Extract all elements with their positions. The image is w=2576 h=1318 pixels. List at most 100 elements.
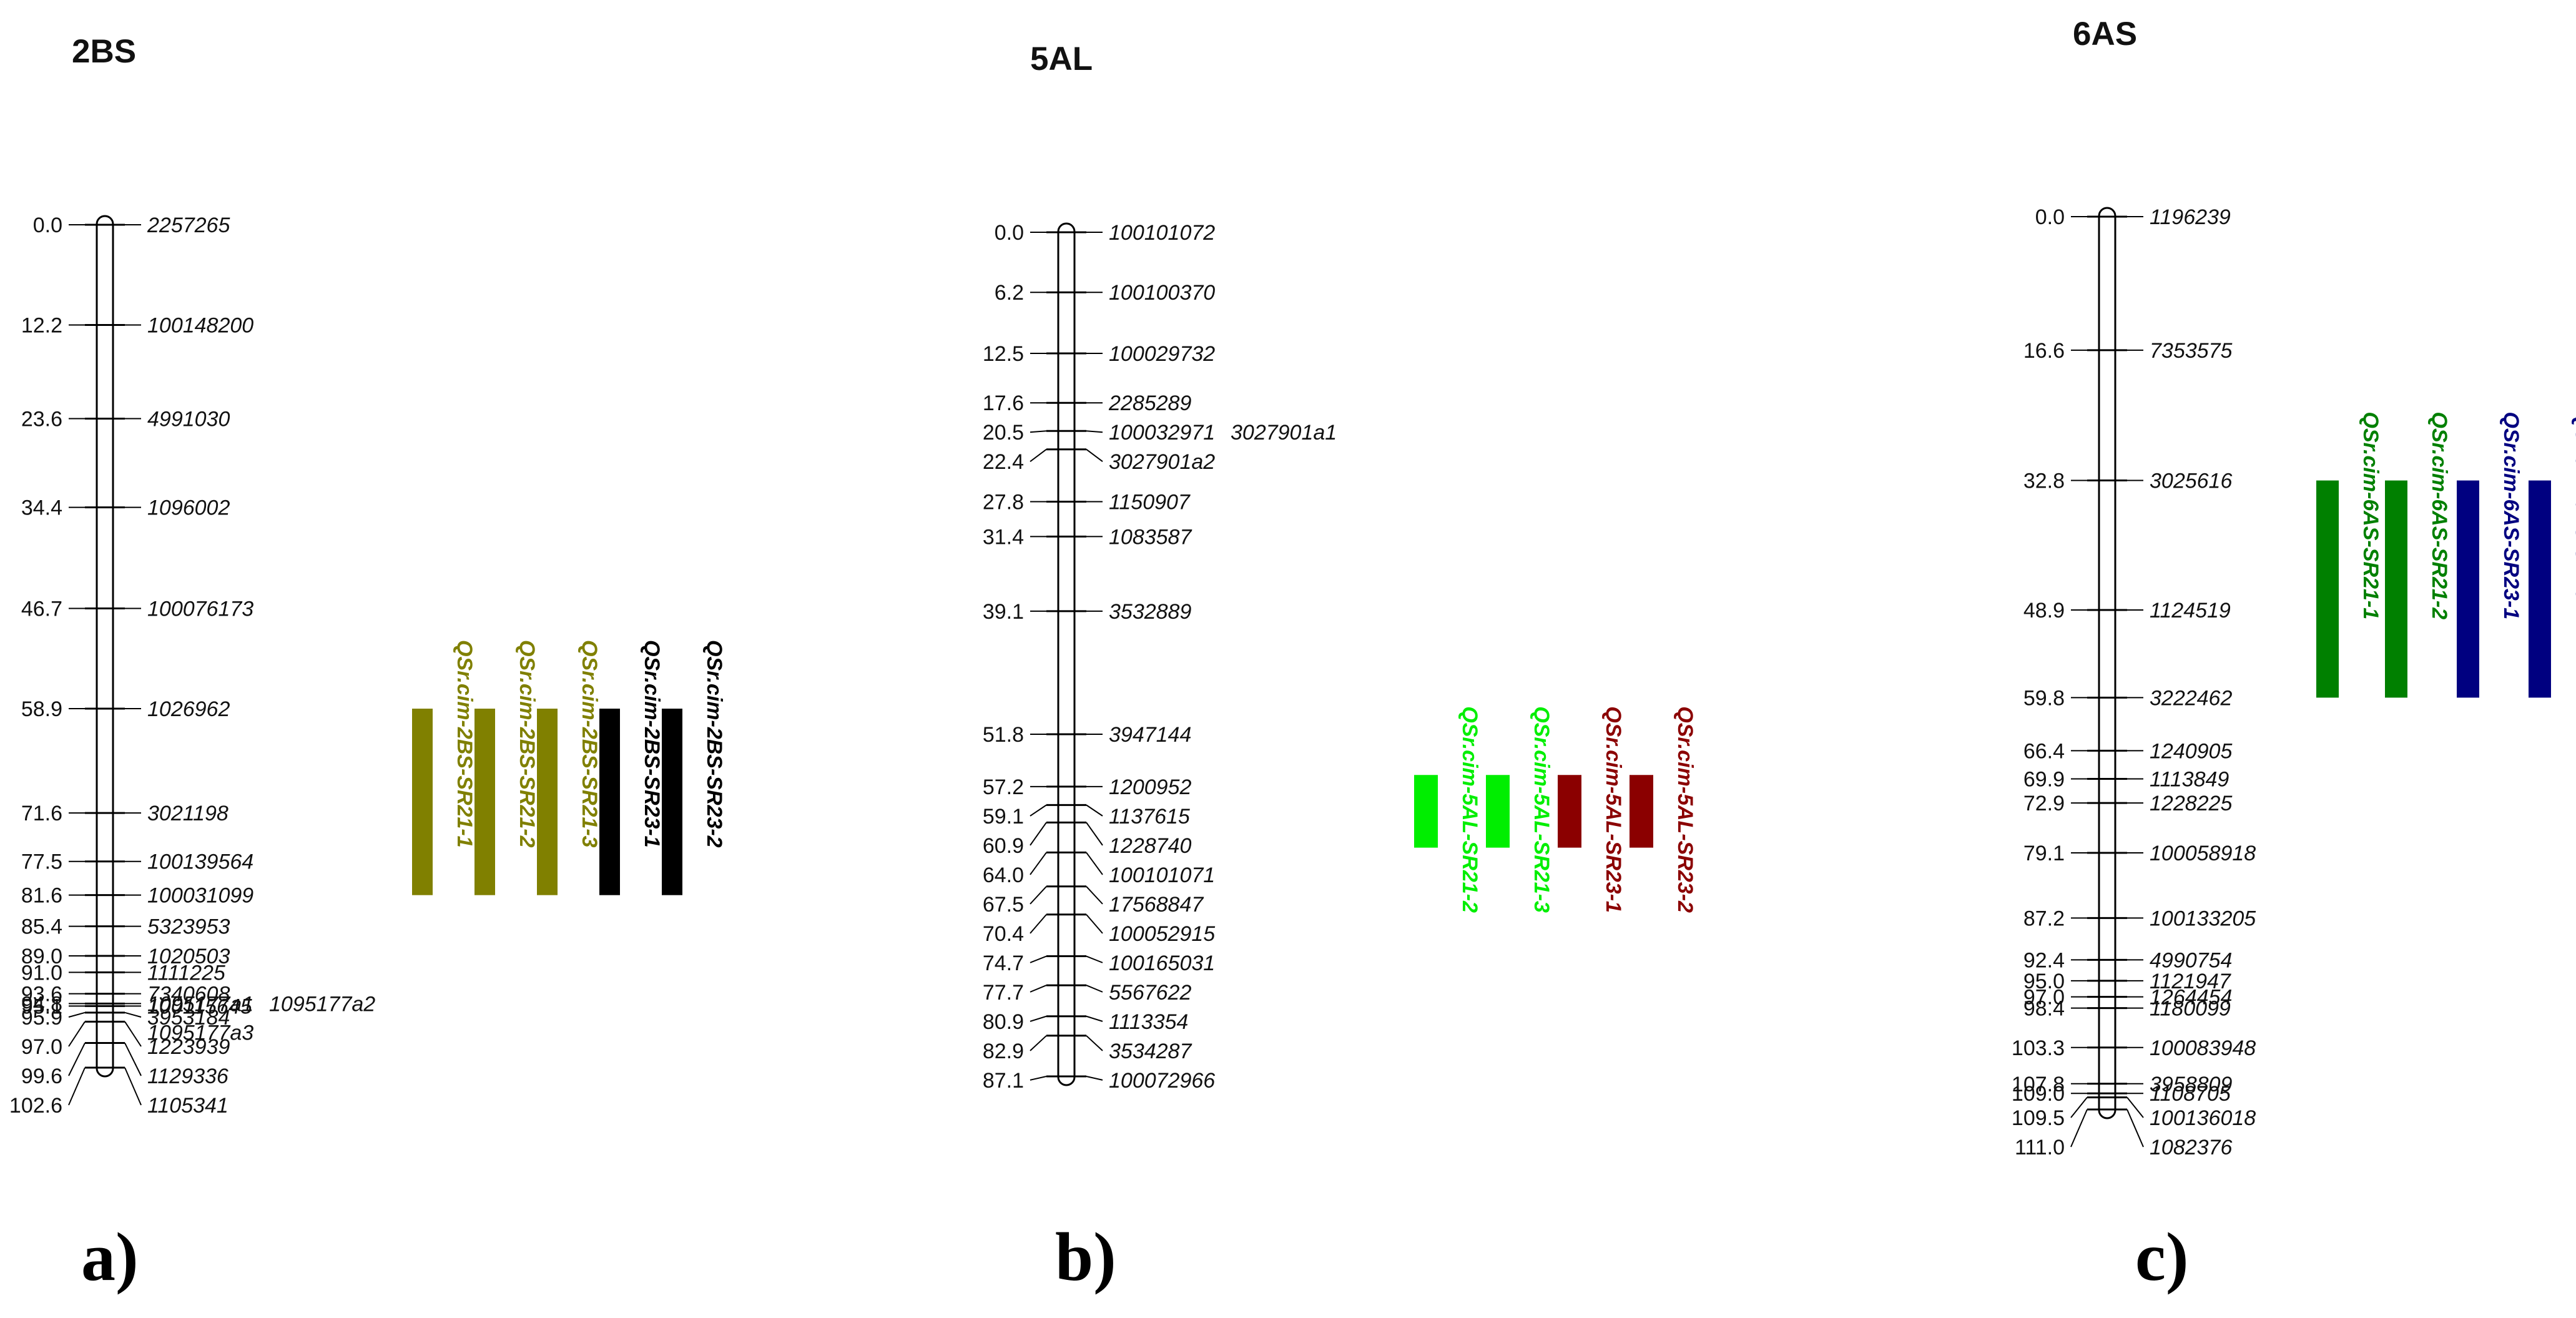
marker-name: 1137615 (1109, 805, 1190, 829)
marker-position: 70.4 (983, 922, 1024, 946)
marker-position: 48.9 (2023, 599, 2065, 622)
qtl-label: QSr.cim-2BS-SR21-1 (453, 640, 476, 848)
marker-name: 1083587 (1109, 525, 1192, 549)
marker-position: 74.7 (983, 952, 1024, 975)
marker-position: 92.4 (2023, 948, 2065, 972)
marker-position: 77.7 (983, 981, 1024, 1005)
marker-connector (1086, 1035, 1103, 1051)
marker-name: 3021198 (147, 802, 229, 825)
qtl-label: QSr.cim-6AS-SR21-2 (2427, 412, 2451, 620)
marker-position: 57.2 (983, 775, 1024, 799)
marker-name: 1150907 (1109, 491, 1191, 514)
marker-position: 31.4 (983, 525, 1024, 549)
position-connector (1030, 448, 1047, 462)
marker-name: 100148200 (147, 314, 253, 338)
marker-name: 100052915 (1109, 922, 1215, 946)
marker-name: 1111225 (147, 961, 225, 985)
marker-name: 100031099 (147, 884, 253, 908)
qtl-bar (412, 709, 433, 895)
marker-name: 1228740 (1109, 834, 1191, 858)
marker-position: 72.9 (2023, 792, 2065, 815)
marker-position: 98.4 (2023, 997, 2065, 1021)
marker-position: 102.6 (9, 1094, 62, 1118)
marker-position: 67.5 (983, 893, 1024, 917)
marker-position: 79.1 (2023, 842, 2065, 865)
marker-position: 0.0 (2035, 205, 2065, 229)
qtl-label: QSr.cim-2BS-SR21-2 (515, 640, 539, 848)
position-connector (1030, 1015, 1047, 1022)
qtl-bar (1486, 775, 1510, 848)
position-connector (1030, 1035, 1047, 1051)
marker-name: 3222462 (2150, 686, 2232, 710)
marker-position: 97.0 (21, 1035, 62, 1059)
qtl-label: QSr.cim-5AL-SR21-2 (1458, 706, 1482, 913)
marker-name: 100076173 (147, 597, 253, 621)
marker-name: 3958809 (2150, 1073, 2232, 1096)
marker-name: 1129336 (147, 1065, 229, 1088)
marker-position: 103.3 (2012, 1036, 2065, 1060)
chromosome-bar (96, 215, 114, 1078)
qtl-bar (1630, 775, 1653, 848)
marker-position: 69.9 (2023, 768, 2065, 792)
marker-position: 34.4 (21, 496, 62, 520)
marker-connector (1086, 914, 1103, 934)
marker-name: 100136018 (2150, 1106, 2256, 1130)
marker-position: 85.4 (21, 915, 62, 939)
marker-name: 5567622 (1109, 981, 1191, 1005)
marker-position: 89.0 (21, 945, 62, 968)
marker-name: 100058918 (2150, 842, 2256, 865)
marker-name: 1095177a1 (147, 992, 253, 1016)
position-connector (1030, 822, 1047, 846)
marker-position: 16.6 (2023, 339, 2065, 363)
marker-position: 91.0 (21, 961, 62, 985)
marker-position: 23.6 (21, 408, 62, 431)
marker-name: 1228225 (2150, 792, 2232, 815)
qtl-bar (1558, 775, 1581, 848)
marker-name: 3532889 (1109, 600, 1191, 624)
qtl-bar (2457, 480, 2479, 698)
position-connector (2070, 1097, 2088, 1118)
marker-position: 58.9 (21, 697, 62, 721)
marker-position: 94.8 (21, 992, 62, 1016)
marker-name: 1108705 (2150, 1082, 2231, 1106)
marker-name: 100083948 (2150, 1036, 2256, 1060)
marker-name: 3953184 (147, 1006, 230, 1030)
marker-name: 1020503 (147, 945, 230, 968)
marker-position: 81.6 (21, 884, 62, 908)
marker-name: 7353575 (2150, 339, 2232, 363)
marker-connector (1086, 1015, 1103, 1022)
marker-name: 100139564 (147, 850, 253, 874)
marker-connector (1086, 448, 1103, 462)
qtl-label: QSr.cim-2BS-SR23-1 (640, 640, 664, 848)
marker-name: 100100370 (1109, 281, 1215, 305)
marker-position: 95.1 (21, 995, 62, 1018)
marker-name: 5323953 (147, 915, 230, 939)
marker-position: 95.9 (21, 1006, 62, 1030)
qtl-bar (537, 709, 558, 895)
marker-name: 1121947 (2150, 970, 2231, 993)
position-connector (1030, 886, 1047, 905)
marker-connector (124, 1021, 142, 1047)
marker-position: 60.9 (983, 834, 1024, 858)
marker-connector (124, 1067, 142, 1106)
qtl-bar (2316, 480, 2339, 698)
qtl-bar (662, 709, 682, 895)
qtl-label: QSr.cim-2BS-SR21-3 (578, 640, 601, 848)
marker-name: 100029732 (1109, 342, 1215, 366)
marker-name: 1026962 (147, 697, 230, 721)
qtl-label: QSr.cim-5AL-SR23-1 (1601, 706, 1625, 913)
marker-connector (1086, 852, 1103, 875)
chromosome-bar (2098, 207, 2116, 1119)
marker-name: 100133205 (2150, 907, 2256, 930)
qtl-bar (474, 709, 495, 895)
marker-name: 3027901a2 (1109, 450, 1215, 474)
marker-name: 1082376 (2150, 1136, 2232, 1159)
marker-name: 1113354 (1109, 1010, 1188, 1034)
qtl-bar (2385, 480, 2407, 698)
marker-position: 111.0 (2015, 1136, 2065, 1159)
marker-name: 7340608 (147, 983, 230, 1006)
marker-position: 109.0 (2012, 1082, 2065, 1106)
marker-name: 3027901a1 (1231, 421, 1337, 445)
marker-name: 3025616 (2150, 470, 2232, 493)
